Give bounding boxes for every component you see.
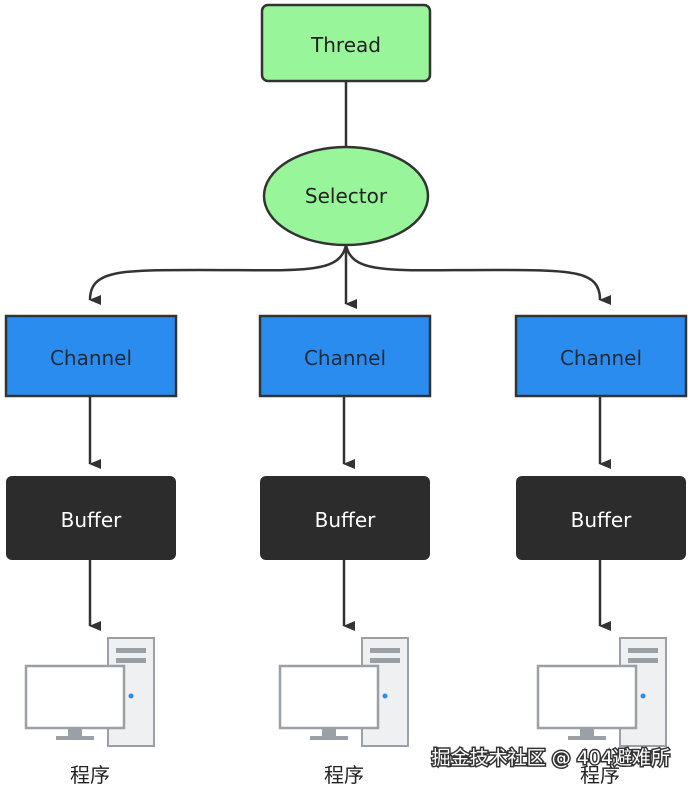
program-label-1: 程序 — [70, 763, 110, 787]
channel-label-1: Channel — [50, 346, 132, 370]
selector-label: Selector — [305, 184, 388, 208]
computer-icon-1 — [24, 637, 155, 747]
selector-channel-connector-3 — [344, 244, 612, 305]
selector-node: Selector — [262, 145, 430, 247]
channel-node-3: Channel — [514, 314, 688, 398]
buffer-node-1: Buffer — [6, 476, 176, 560]
branch-2: Channel Buffer 程序 — [258, 314, 432, 787]
computer-icon-2 — [278, 637, 409, 747]
branch-1: Channel Buffer 程序 — [4, 314, 178, 787]
buffer-label-1: Buffer — [61, 508, 122, 532]
buffer-label-3: Buffer — [571, 508, 632, 532]
buffer-node-3: Buffer — [516, 476, 686, 560]
thread-node: Thread — [260, 3, 432, 83]
selector-channel-connector-1 — [88, 244, 348, 306]
watermark-text: 掘金技术社区 @ 404避难所 — [432, 747, 670, 769]
computer-icon-3 — [536, 637, 667, 747]
thread-label: Thread — [310, 33, 381, 57]
program-label-3: 程序 — [580, 763, 620, 787]
buffer-label-2: Buffer — [315, 508, 376, 532]
channel-node-1: Channel — [4, 314, 178, 398]
branch-3: Channel Buffer 程序 — [514, 314, 688, 787]
channel-label-3: Channel — [560, 346, 642, 370]
channel-node-2: Channel — [258, 314, 432, 398]
program-label-2: 程序 — [324, 763, 364, 787]
channel-label-2: Channel — [304, 346, 386, 370]
buffer-node-2: Buffer — [260, 476, 430, 560]
